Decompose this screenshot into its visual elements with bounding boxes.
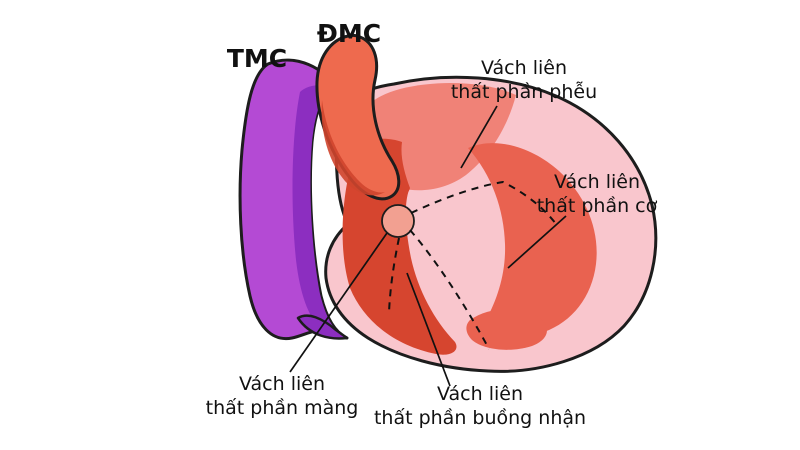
tmc-vessel-shade xyxy=(292,84,344,336)
label-buong-nhan-line1: Vách liên xyxy=(437,383,523,405)
label-mang-line2: thất phần màng xyxy=(206,397,359,419)
label-phieu-line1: Vách liên xyxy=(481,57,567,79)
pointer-line-phieu xyxy=(460,105,498,169)
label-co-line1: Vách liên xyxy=(554,171,640,193)
tmc-vessel-tip xyxy=(296,314,349,340)
inlet-wall-region xyxy=(342,159,457,355)
label-co-line2: thất phần cơ xyxy=(537,195,658,217)
bottom-blotch-region xyxy=(466,309,547,350)
dashed-boundary-vertical xyxy=(388,237,400,314)
dashed-boundary-upper xyxy=(410,180,557,225)
label-phieu-line2: thất phần phễu xyxy=(451,80,597,103)
dashed-boundary-lower xyxy=(409,229,490,350)
pointer-line-mang xyxy=(289,232,388,373)
pointer-line-co xyxy=(507,215,567,269)
muscular-region xyxy=(468,143,597,336)
label-buong-nhan-line2: thất phần buồng nhận xyxy=(374,407,586,429)
label-dmc: ĐMC xyxy=(317,19,381,48)
pointer-line-buong-nhan xyxy=(406,272,451,387)
label-tmc: TMC xyxy=(227,44,287,73)
membranous-circle xyxy=(381,204,415,238)
label-mang-line1: Vách liên xyxy=(239,373,325,395)
aorta-vessel-shade xyxy=(321,100,385,196)
